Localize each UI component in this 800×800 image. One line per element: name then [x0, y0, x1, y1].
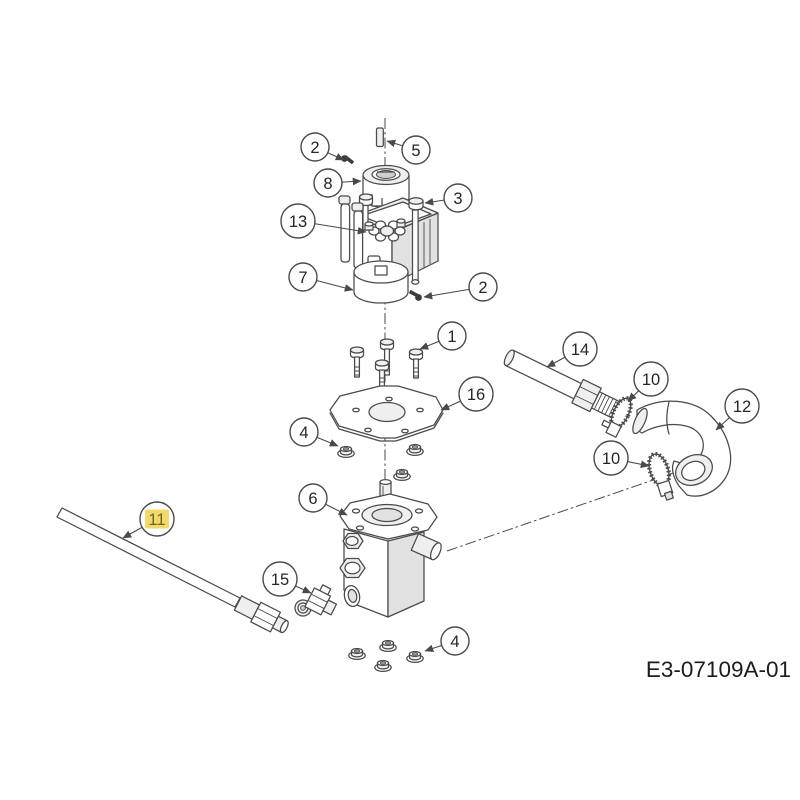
dowel-pin	[375, 127, 384, 148]
callout-number: 14	[571, 341, 589, 359]
callout-bubble[interactable]	[289, 417, 319, 447]
callout-7[interactable]: 7	[288, 262, 354, 292]
screw-lower	[408, 289, 422, 301]
callout-bubble[interactable]	[458, 376, 494, 412]
callout-1[interactable]: 1	[419, 321, 467, 351]
flange-nuts-lower	[348, 639, 424, 673]
star-coupling	[364, 218, 406, 242]
pump-body	[339, 478, 442, 618]
callout-number: 1	[447, 328, 456, 346]
callout-4[interactable]: 4	[289, 417, 339, 447]
flange-nuts-upper	[337, 443, 424, 482]
callout-11[interactable]: 11	[122, 501, 175, 539]
callout-14[interactable]: 14	[546, 331, 598, 368]
diagram-code: E3-07109A-01	[646, 657, 791, 682]
callout-number: 16	[467, 386, 485, 404]
callout-10[interactable]: 10	[593, 440, 650, 476]
callout-number: 11	[148, 511, 165, 529]
callout-bubble[interactable]	[300, 132, 330, 162]
callout-number: 7	[298, 269, 307, 287]
callout-bubble[interactable]	[401, 135, 431, 165]
callout-5[interactable]: 5	[386, 135, 431, 165]
callout-bubble[interactable]	[298, 483, 328, 513]
highlight-marker	[145, 509, 169, 529]
callout-bubble[interactable]	[593, 440, 629, 476]
hose-clamp-lower	[646, 451, 674, 501]
callout-number: 12	[733, 398, 751, 416]
callout-13[interactable]: 13	[280, 203, 367, 239]
callout-number: 15	[271, 571, 289, 589]
standoff-pins	[338, 195, 364, 269]
pressure-hose	[56, 507, 289, 634]
callout-number: 2	[310, 139, 319, 157]
callout-8[interactable]: 8	[313, 168, 362, 198]
callout-number: 10	[642, 371, 660, 389]
callout-number: 2	[478, 279, 487, 297]
callout-bubble[interactable]	[440, 626, 470, 656]
callout-bubble[interactable]	[313, 168, 343, 198]
callout-2[interactable]: 2	[300, 132, 345, 162]
callout-number: 5	[411, 142, 420, 160]
callout-16[interactable]: 16	[440, 376, 494, 412]
rotor-base	[353, 255, 409, 304]
mounting-bolts	[349, 338, 424, 389]
callout-bubble[interactable]	[562, 331, 598, 367]
callout-12[interactable]: 12	[715, 388, 760, 431]
callout-bubble[interactable]	[288, 262, 318, 292]
callout-15[interactable]: 15	[262, 561, 312, 597]
callout-bubble[interactable]	[262, 561, 298, 597]
callout-6[interactable]: 6	[298, 483, 348, 516]
callout-3[interactable]: 3	[424, 183, 473, 213]
mounting-plate	[329, 385, 444, 442]
callout-bubble[interactable]	[633, 361, 669, 397]
hose-fitting	[294, 584, 338, 617]
callout-number: 8	[323, 175, 332, 193]
callout-number: 6	[308, 490, 317, 508]
callout-bubble[interactable]	[280, 203, 316, 239]
elbow-hose	[632, 400, 732, 497]
callout-bubble[interactable]	[468, 272, 498, 302]
callout-number: 4	[450, 633, 459, 651]
callout-bubble[interactable]	[437, 321, 467, 351]
callout-2[interactable]: 2	[423, 272, 498, 302]
callout-4[interactable]: 4	[424, 626, 470, 656]
callout-number: 3	[453, 190, 462, 208]
callout-bubble[interactable]	[443, 183, 473, 213]
callout-number: 13	[289, 213, 307, 231]
callout-number: 10	[602, 450, 620, 468]
callout-bubble[interactable]	[724, 388, 760, 424]
hose-clamp-upper	[601, 396, 633, 438]
callout-number: 4	[299, 424, 308, 442]
callout-layer: 2 5 8 3 13 7 2 1 14 10 16 12 4 10 6 11 15 4	[122, 132, 760, 656]
callout-10[interactable]: 10	[627, 361, 669, 402]
